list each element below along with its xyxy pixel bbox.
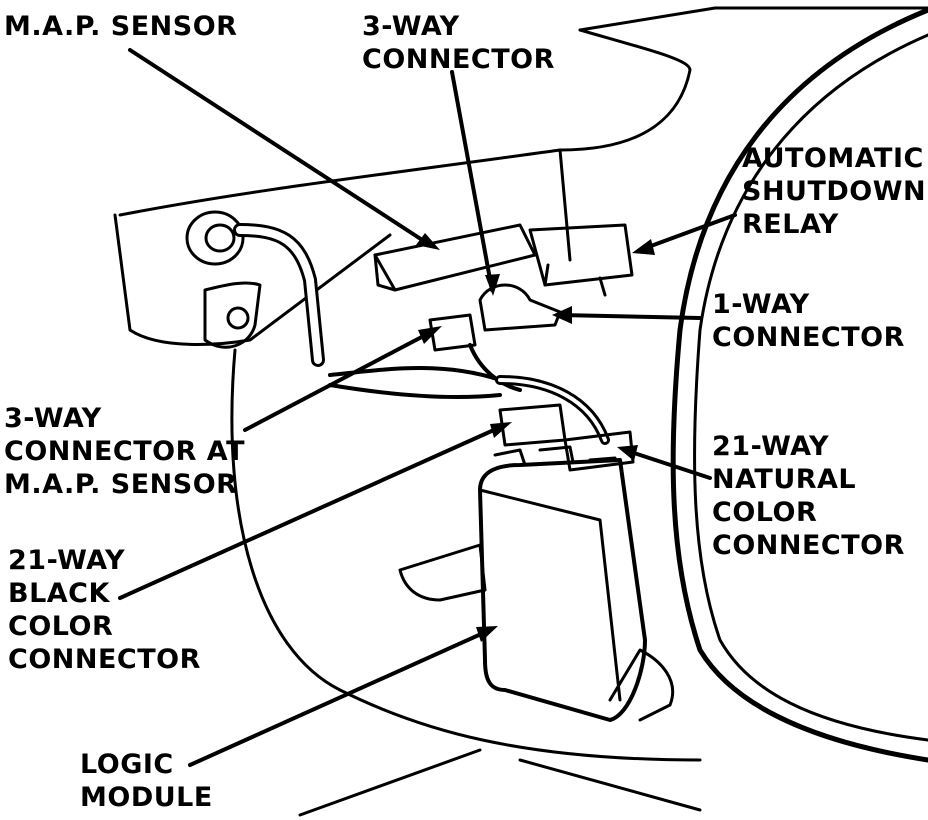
asd-relay-side (543, 263, 607, 297)
arrowhead-one-way (552, 306, 572, 324)
map-sensor-bracket (203, 281, 262, 349)
leader-map-sensor (128, 48, 432, 247)
leader-asd-relay (638, 213, 737, 252)
arrowhead-map-sensor (416, 233, 440, 250)
fender-panel-outline (578, 6, 928, 32)
leader-natural-21-way (623, 448, 712, 480)
wire-harness-1 (328, 366, 502, 382)
arrowhead-asd-relay (632, 239, 655, 255)
leader-three-way-connector (450, 70, 494, 292)
logic-module-tabs (493, 445, 617, 467)
arrowhead-logic-module (476, 626, 498, 642)
label-auto-shutdown-relay: AUTOMATIC SHUTDOWN RELAY (742, 143, 927, 240)
logic-module-foot (608, 648, 675, 722)
black-21-way-connector (498, 403, 567, 447)
bracket-hole (226, 306, 250, 330)
label-three-way-at-map: 3-WAY CONNECTOR AT M.A.P. SENSOR (4, 403, 245, 500)
leader-three-way-at-map (243, 328, 437, 432)
asd-relay-body (528, 223, 634, 287)
label-black-21-way: 21-WAY BLACK COLOR CONNECTOR (8, 545, 201, 675)
logic-module-face (478, 488, 622, 702)
three-way-at-map-body (428, 313, 477, 352)
label-three-way-connector: 3-WAY CONNECTOR (362, 11, 555, 75)
module-bracket-left (398, 543, 487, 602)
bottom-line-2 (518, 758, 702, 812)
label-natural-21-way: 21-WAY NATURAL COLOR CONNECTOR (712, 431, 905, 561)
leader-logic-module (188, 628, 492, 767)
wheelwell-outer (670, 7, 928, 763)
bottom-line (298, 748, 482, 817)
lower-body-curve (230, 348, 702, 762)
natural-21-way-connector (563, 430, 635, 472)
one-way-connector-body (478, 283, 562, 332)
leader-one-way (558, 313, 702, 320)
map-sensor-port (204, 223, 236, 253)
logic-module-body (478, 458, 647, 722)
wheelwell-inner (693, 33, 928, 742)
label-one-way-connector: 1-WAY CONNECTOR (712, 289, 905, 353)
three-way-connector-body (373, 223, 537, 292)
arrowhead-three-way-at-map (418, 326, 442, 344)
vacuum-hose-inner (236, 226, 322, 364)
wire-bundle-inner (498, 378, 607, 442)
three-way-connector-front (373, 253, 397, 292)
arrowhead-black-21 (490, 422, 512, 438)
label-logic-module: LOGIC MODULE (80, 749, 213, 813)
wire-harness-2 (328, 383, 502, 399)
fender-top-edge (558, 28, 692, 152)
label-map-sensor: M.A.P. SENSOR (4, 11, 238, 42)
leader-black-21-way (118, 423, 507, 600)
arrowhead-natural-21 (617, 445, 638, 461)
arrowhead-three-way (485, 274, 500, 296)
map-sensor-body (185, 210, 245, 266)
wire-harness-3 (468, 343, 522, 392)
